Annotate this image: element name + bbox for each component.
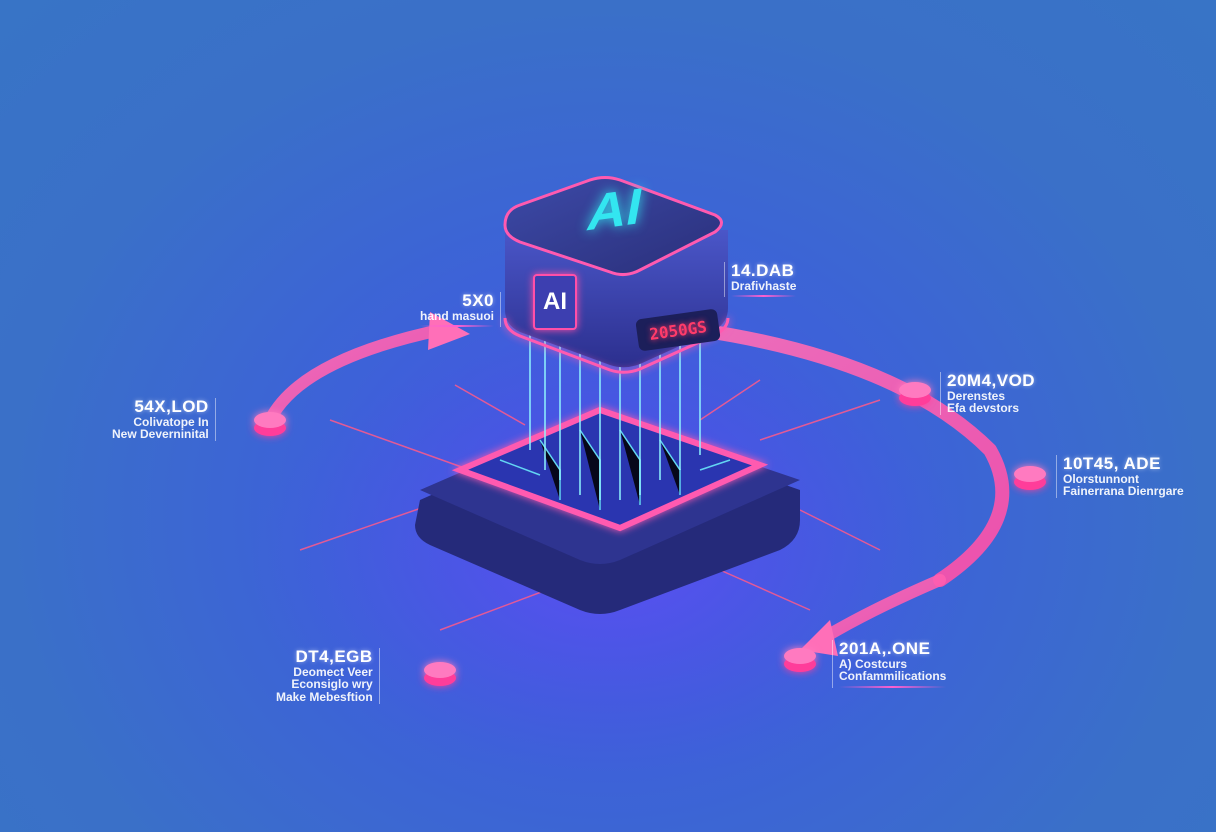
light-beams: [529, 335, 701, 500]
label-top-left: 5X0 hand masuoi: [420, 292, 502, 328]
cube-top: [503, 176, 723, 277]
label-bottom-right: 201A,.ONE A) Costcurs Confammilications: [832, 640, 947, 689]
label-right: 10T45, ADE Olorstunnont Fainerrana Dienr…: [1056, 455, 1184, 499]
node-bottom-right: [784, 648, 816, 672]
label-bottom-left: DT4,EGB Deomect Veer Econsiglo wry Make …: [276, 648, 380, 704]
label-left: 54X,LOD Colivatope In New Deverninital: [112, 398, 216, 442]
label-right-upper: 20M4,VOD Derenstes Efa devstors: [940, 372, 1035, 416]
cube-bottom-edge: [503, 317, 730, 374]
node-right: [1014, 466, 1046, 490]
cube-ai-badge: AI: [533, 274, 577, 330]
label-top-right: 14.DAB Drafivhaste: [724, 262, 797, 298]
chip-panel: [451, 406, 769, 532]
nodes: [254, 382, 1046, 686]
node-bottom-left: [424, 662, 456, 686]
arrow-arc-left: [264, 324, 446, 426]
arrow-head-left: [428, 312, 470, 350]
arrow-arc-right: [693, 323, 1010, 587]
node-right-upper: [899, 382, 931, 406]
arrow-head-right: [800, 620, 838, 656]
node-left: [254, 412, 286, 436]
